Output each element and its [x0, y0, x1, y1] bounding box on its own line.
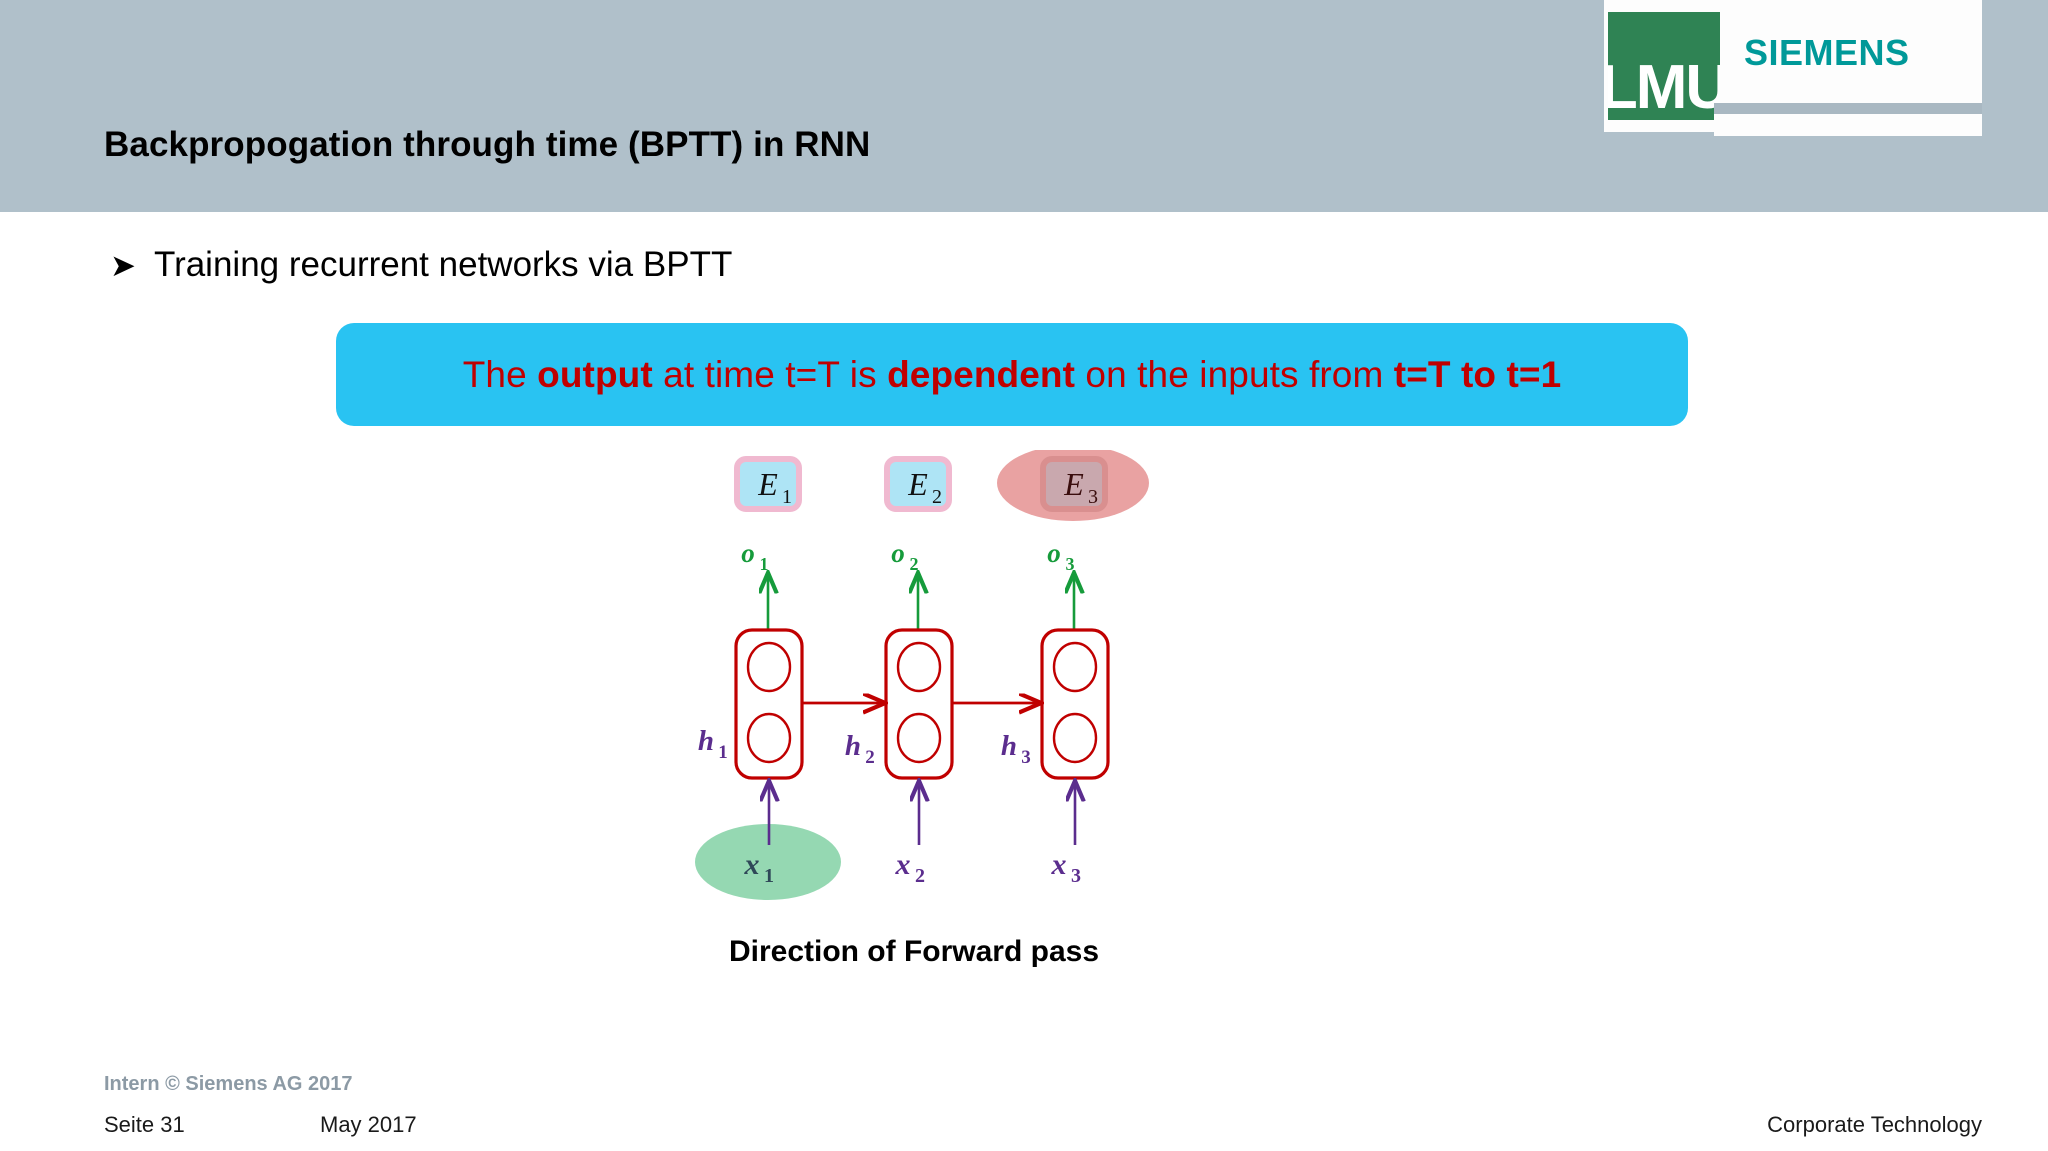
callout-segment-6-bold: t=T to t=1 [1393, 353, 1562, 395]
input-highlight-ellipse [695, 824, 841, 900]
rnn-unrolled-diagram: E 1 E 2 E 3 o 1 o 2 o 3 [600, 450, 1360, 960]
svg-text:2: 2 [910, 554, 919, 574]
input-node-1: x 1 [744, 848, 775, 887]
rnn-cell-3 [1040, 628, 1110, 780]
svg-text:2: 2 [932, 486, 942, 508]
svg-text:2: 2 [865, 747, 875, 768]
bullet-item-label: Training recurrent networks via BPTT [153, 245, 733, 284]
input-node-3: x 3 [1051, 848, 1082, 887]
logo-divider-rule [1714, 103, 1982, 114]
svg-text:3: 3 [1088, 486, 1098, 508]
rnn-cell-2 [884, 628, 954, 780]
svg-text:1: 1 [764, 865, 774, 887]
error-node-1: E 1 [734, 456, 802, 512]
svg-text:x: x [895, 848, 911, 881]
logo-panel-lower [1714, 114, 1982, 136]
footer-date: May 2017 [320, 1112, 417, 1137]
svg-text:1: 1 [782, 486, 792, 508]
svg-text:3: 3 [1071, 865, 1081, 887]
error-node-2: E 2 [884, 456, 952, 512]
rnn-cell-1 [734, 628, 804, 780]
output-node-3: o 3 [1047, 538, 1074, 574]
svg-text:o: o [741, 538, 755, 568]
footer-copyright: Intern © Siemens AG 2017 [104, 1073, 353, 1095]
svg-text:3: 3 [1066, 554, 1075, 574]
svg-text:E: E [907, 466, 928, 502]
svg-text:h: h [1001, 730, 1017, 762]
bullet-item: ➤ Training recurrent networks via BPTT [110, 245, 732, 285]
svg-text:1: 1 [718, 742, 728, 763]
error-node-3: E 3 [1040, 456, 1108, 512]
diagram-caption-wrapper: Direction of Forward pass [0, 935, 2048, 969]
callout-text: The output at time t=T is dependent on t… [463, 354, 1562, 396]
siemens-wordmark: SIEMENS [1744, 32, 1910, 73]
svg-text:E: E [1063, 466, 1084, 502]
hidden-node-2: h 2 [845, 730, 875, 768]
callout-segment-2-bold: output [537, 353, 653, 395]
hidden-node-3: h 3 [1001, 730, 1031, 768]
callout-segment-3: at time t=T is [652, 353, 888, 395]
output-node-2: o 2 [891, 538, 918, 574]
lmu-logo: LMU [1608, 12, 1720, 120]
svg-text:E: E [757, 466, 778, 502]
output-node-1: o 1 [741, 538, 768, 574]
hidden-node-1: h 1 [698, 725, 728, 763]
callout-box: The output at time t=T is dependent on t… [336, 323, 1688, 426]
footer-page-number: Seite 31 [104, 1112, 185, 1137]
svg-text:x: x [1051, 848, 1067, 881]
diagram-caption: Direction of Forward pass [728, 935, 1100, 968]
callout-segment-4-bold: dependent [887, 353, 1076, 395]
svg-text:1: 1 [760, 554, 769, 574]
page-title: Backpropogation through time (BPTT) in R… [104, 125, 871, 164]
callout-segment-1: The [462, 353, 538, 395]
footer-department: Corporate Technology [1767, 1112, 1982, 1137]
svg-text:2: 2 [915, 865, 925, 887]
svg-text:x: x [744, 848, 760, 881]
svg-text:h: h [698, 725, 714, 757]
arrow-right-icon: ➤ [110, 247, 136, 283]
lmu-logo-text: LMU [1608, 52, 1720, 120]
input-node-2: x 2 [895, 848, 926, 887]
svg-text:o: o [891, 538, 905, 568]
callout-segment-5: on the inputs from [1075, 353, 1394, 395]
svg-text:o: o [1047, 538, 1061, 568]
svg-text:3: 3 [1021, 747, 1031, 768]
svg-text:h: h [845, 730, 861, 762]
